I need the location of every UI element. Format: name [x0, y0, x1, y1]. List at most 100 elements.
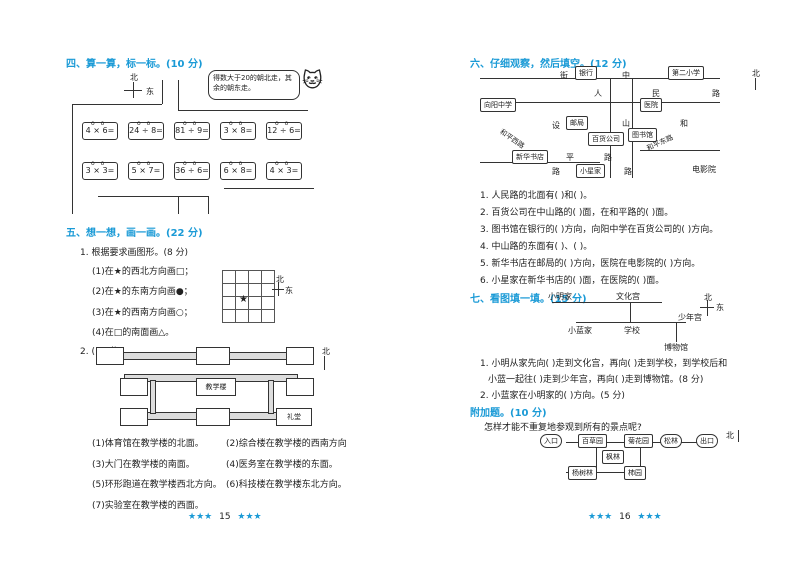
compass-h-line [124, 90, 142, 91]
card-text: 81 ÷ 9= [175, 126, 209, 135]
wall [178, 80, 179, 110]
card-text: 12 ÷ 6= [267, 126, 301, 135]
spot-songlin: 松林 [660, 434, 682, 448]
building-s [196, 408, 230, 426]
cat-icon: 🐱 [302, 68, 323, 92]
card-text: 24 ÷ 8= [129, 126, 163, 135]
s7-compass-v [707, 300, 708, 316]
grid-north-label: 北 [276, 275, 284, 284]
library: 图书馆 [628, 128, 657, 142]
heping-west-road: 和平西路 [498, 127, 526, 151]
zhong-label: 中 [622, 71, 630, 80]
scenic-north-arrow [738, 430, 739, 442]
xiangyang-school: 向阳中学 [480, 98, 516, 112]
xiaoming-home: 小明家 [548, 292, 572, 301]
map-north-arrow [755, 78, 756, 90]
section-4-title: 四、算一算，标一标。(10 分) [66, 59, 203, 70]
youth-palace: 少年宫 [678, 313, 702, 322]
department-store: 百货公司 [588, 132, 624, 146]
hint-text: 得数大于20的朝北走，其余的朝东走。 [213, 74, 292, 92]
xinhua-bookstore: 新华书店 [512, 150, 548, 164]
s7-item-2: 2. 小蓝家在小明家的( )方向。(5 分) [480, 391, 625, 401]
s7-item-1b: 小蓝一起往( )走到少年宫，再向( )走到博物馆。(8 分) [488, 375, 704, 385]
building-nw [96, 347, 124, 365]
extra-title: 附加题。(10 分) [470, 408, 547, 419]
hall-building: 礼堂 [276, 408, 312, 426]
she-label: 设 [552, 121, 560, 130]
scenic-north-label: 北 [726, 431, 734, 440]
page-number-right: 16 [619, 512, 631, 522]
s7-compass-h [700, 307, 714, 308]
card-text: 5 × 7= [131, 166, 161, 175]
footer-left: ★★★ 15 ★★★ [188, 512, 262, 522]
wall [208, 196, 209, 214]
section-6-title: 六、仔细观察，然后填空。(12 分) [470, 59, 627, 70]
hall-label: 礼堂 [287, 413, 301, 421]
hospital: 医院 [640, 98, 662, 112]
building-sw [120, 408, 148, 426]
q2-item-4: (4)医务室在教学楼的东面。 [226, 460, 338, 470]
right-corridor [268, 380, 274, 414]
map-north-label: 北 [752, 69, 760, 78]
building-e [286, 378, 314, 396]
card-text: 4 × 6= [85, 126, 115, 135]
spot-exit: 出口 [696, 434, 718, 448]
xiaolan-home: 小蓝家 [568, 326, 592, 335]
wall [72, 104, 162, 105]
q1-item-1: (1)在★的西北方向画□； [92, 267, 194, 277]
q2-item-7: (7)实验室在教学楼的西面。 [92, 501, 204, 511]
wall [224, 188, 314, 189]
card-text: 3 × 8= [223, 126, 253, 135]
q2-item-5: (5)环形跑道在教学楼西北方向。 [92, 480, 222, 490]
section-7-title: 七、看图填一填。(15 分) [470, 294, 587, 305]
compass-north-label: 北 [130, 73, 138, 82]
s7-north-label: 北 [704, 293, 712, 302]
wall [72, 104, 73, 214]
wall [178, 196, 179, 214]
culture-palace: 文化宫 [616, 292, 640, 301]
card-text: 36 ÷ 6= [175, 166, 209, 175]
footer-stars: ★★★ [237, 512, 262, 522]
footer-stars: ★★★ [188, 512, 213, 522]
route-line [576, 322, 686, 323]
card-text: 3 × 3= [85, 166, 115, 175]
school-label: 学校 [624, 326, 640, 335]
q1-item-4: (4)在□的南面画△。 [92, 328, 175, 338]
street-label: 街 [560, 71, 568, 80]
min-label: 民 [652, 89, 660, 98]
s6-item-2: 2. 百货公司在中山路的( )面，在和平路的( )面。 [480, 208, 674, 218]
grid-east-label: 东 [285, 286, 293, 295]
route-line [630, 302, 631, 322]
bank: 银行 [575, 66, 597, 80]
footer-stars: ★★★ [637, 512, 662, 522]
post-office: 邮局 [566, 116, 588, 130]
route-line [676, 322, 677, 342]
spot-entry: 入口 [540, 434, 562, 448]
q2-item-6: (6)科技楼在教学楼东北方向。 [226, 480, 347, 490]
wall [162, 80, 163, 104]
second-primary-school: 第二小学 [668, 66, 704, 80]
road-label: 路 [712, 89, 720, 98]
cinema: 电影院 [692, 165, 716, 174]
q1-item-2: (2)在★的东南方向画●； [92, 287, 193, 297]
s6-item-4: 4. 中山路的东面有( )、( )。 [480, 242, 593, 252]
people-label: 人 [594, 89, 602, 98]
spot-jucao: 菊花园 [624, 434, 653, 448]
star-icon: ★ [239, 294, 248, 305]
he-label: 和 [680, 119, 688, 128]
q2-item-1: (1)体育馆在教学楼的北面。 [92, 439, 204, 449]
s6-item-3: 3. 图书馆在银行的( )方向，向阳中学在百货公司的( )方向。 [480, 225, 719, 235]
shan-label: 山 [622, 119, 630, 128]
q1-item-3: (3)在★的西南方向画○； [92, 308, 193, 318]
footer-stars: ★★★ [588, 512, 613, 522]
s6-item-1: 1. 人民路的北面有( )和( )。 [480, 191, 593, 201]
route-line [552, 302, 662, 303]
wall [178, 110, 308, 111]
footer-right: ★★★ 16 ★★★ [588, 512, 662, 522]
